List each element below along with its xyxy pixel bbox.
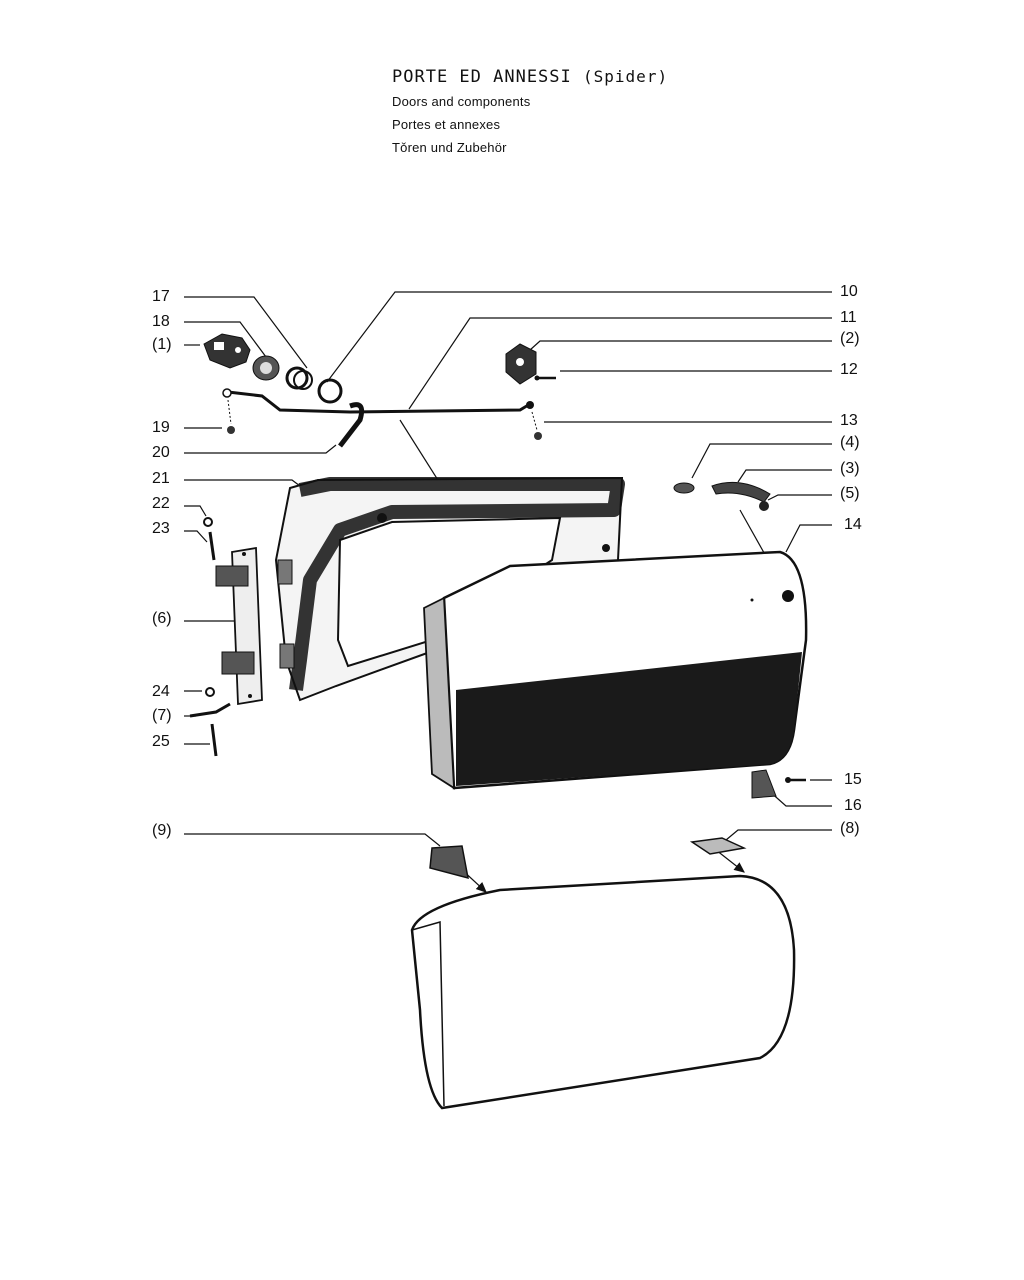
callout-20: 20 [152, 444, 170, 461]
callout-19: 19 [152, 419, 170, 436]
leader-2 [529, 340, 832, 351]
part-washer-22 [203, 517, 213, 527]
part-ring-10 [317, 378, 343, 404]
callout-5: (5) [840, 485, 860, 502]
part-pin-23 [208, 531, 216, 561]
leader-8 [725, 829, 832, 841]
title-german: Tǒren und Zubehör [392, 140, 507, 155]
part-latch-2 [505, 343, 537, 385]
leader-16 [767, 789, 832, 807]
callout-10: 10 [840, 283, 858, 300]
callout-11: 11 [840, 309, 857, 326]
callout-16: 16 [844, 797, 862, 814]
callout-15: 15 [844, 771, 862, 788]
part-hinge-6 [215, 546, 263, 706]
part-washer-24 [205, 687, 215, 697]
leader-21 [184, 479, 301, 487]
part-striker [751, 769, 806, 799]
title-main-text: PORTE ED ANNESSI [392, 67, 572, 87]
part-bracket-9 [429, 845, 469, 880]
leader-11 [408, 317, 832, 410]
leader-22 [184, 505, 207, 517]
callout-23: 23 [152, 520, 170, 537]
leader-10 [326, 291, 832, 383]
part-plate-8 [689, 837, 747, 855]
leader-23 [184, 530, 208, 543]
callout-25: 25 [152, 733, 170, 750]
callout-18: 18 [152, 313, 170, 330]
callout-13: 13 [840, 412, 858, 429]
callout-3: (3) [840, 460, 860, 477]
callout-14: 14 [844, 516, 862, 533]
leader-4 [691, 443, 832, 479]
part-ring-18 [252, 355, 280, 381]
callout-7: (7) [152, 707, 172, 724]
callout-4: (4) [840, 434, 860, 451]
callout-8: (8) [840, 820, 860, 837]
callout-6: (6) [152, 610, 172, 627]
leader-3 [737, 469, 832, 483]
part-nut-19 [227, 426, 235, 434]
title-english: Doors and components [392, 94, 531, 109]
part-lock [203, 333, 251, 369]
part-screw-12 [534, 375, 556, 381]
callout-1: (1) [152, 336, 172, 353]
arrow-8 [715, 849, 745, 873]
part-trim-panel [410, 874, 796, 1110]
callout-21: 21 [152, 470, 170, 487]
part-gasket-17 [285, 366, 313, 390]
title-french: Portes et annexes [392, 117, 501, 132]
callout-17: 17 [152, 288, 170, 305]
leader-14 [785, 524, 832, 553]
callout-12: 12 [840, 361, 858, 378]
part-pin-25 [210, 723, 218, 757]
callout-9: (9) [152, 822, 172, 839]
leader-18 [184, 321, 273, 366]
title-suffix: (Spider) [583, 67, 669, 86]
leader-20 [184, 444, 337, 454]
part-outer-handle [673, 481, 771, 511]
callout-24: 24 [152, 683, 170, 700]
leader-5 [767, 494, 832, 501]
part-pin-7 [189, 702, 231, 718]
callout-22: 22 [152, 495, 170, 512]
callout-2: (2) [840, 330, 860, 347]
part-handle-20 [338, 402, 365, 448]
leader-9 [184, 833, 441, 847]
diagram-title: PORTE ED ANNESSI (Spider) [392, 64, 668, 90]
leader-17 [184, 296, 308, 369]
part-door-shell-14 [423, 550, 808, 790]
title-block: PORTE ED ANNESSI (Spider) Doors and comp… [392, 64, 668, 159]
part-rod-11 [222, 388, 534, 414]
part-nut-13 [534, 432, 542, 440]
leader-lines [184, 291, 832, 893]
